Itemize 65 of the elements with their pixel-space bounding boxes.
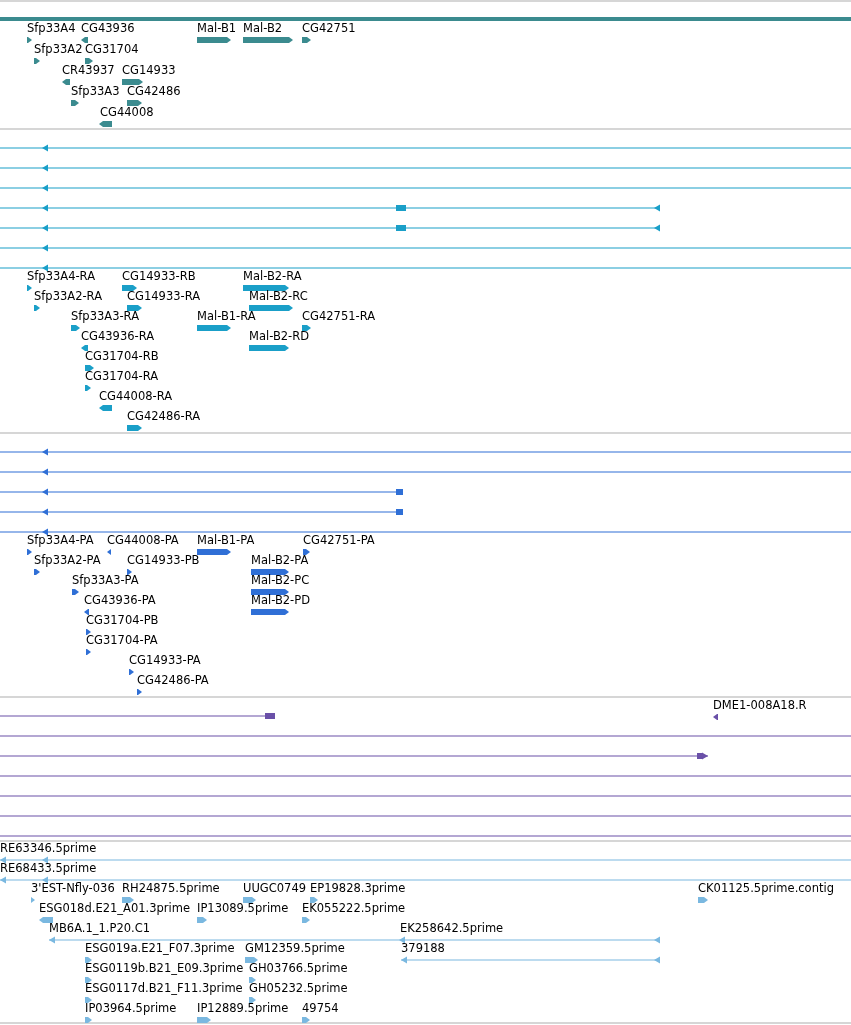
feature-name: ESG0119b.B21_E09.3prime — [85, 962, 244, 975]
feature-name: CR43937 — [62, 64, 115, 77]
feature-name: DME1-008A18.R — [713, 699, 807, 712]
feature-name: CG42751 — [302, 22, 356, 35]
feature-name: CG31704 — [85, 43, 139, 56]
feature-name: 49754 — [302, 1002, 339, 1015]
feature-name: CG44008 — [100, 106, 154, 119]
feature-name: CG42751-PA — [303, 534, 375, 547]
feature-name: Sfp33A3 — [71, 85, 120, 98]
feature-name: Mal-B2 — [243, 22, 283, 35]
feature-name: ESG019a.E21_F07.3prime — [85, 942, 235, 955]
feature-name: Mal-B2-PA — [251, 554, 309, 567]
feature-name: EP19828.3prime — [310, 882, 406, 895]
feature-name: CG42486 — [127, 85, 181, 98]
feature-name: CG31704-PB — [86, 614, 159, 627]
feature-name: RE68433.5prime — [0, 862, 97, 875]
feature-name: Sfp33A4 — [27, 22, 76, 35]
feature-name: Mal-B2-RD — [249, 330, 310, 343]
feature-name: CG42486-PA — [137, 674, 209, 687]
feature-name: RH24875.5prime — [122, 882, 220, 895]
feature-name: Sfp33A4-RA — [27, 270, 95, 283]
feature-name: IP13089.5prime — [197, 902, 289, 915]
feature-name: CG42751-RA — [302, 310, 376, 323]
feature-name: CG14933-PB — [127, 554, 200, 567]
feature-name: CG14933-RB — [122, 270, 196, 283]
feature-name: Mal-B2-RA — [243, 270, 302, 283]
feature-name: CG44008-PA — [107, 534, 179, 547]
feature-name: CK01125.5prime.contig — [698, 882, 834, 895]
feature-name: Sfp33A4-PA — [27, 534, 94, 547]
feature-name: EK055222.5prime — [302, 902, 406, 915]
feature-name: CG31704-PA — [86, 634, 158, 647]
feature-name: Mal-B1-PA — [197, 534, 255, 547]
feature-name: IP12889.5prime — [197, 1002, 289, 1015]
feature-name: CG43936 — [81, 22, 135, 35]
feature-name: ESG0117d.B21_F11.3prime — [85, 982, 243, 995]
feature-name: Sfp33A2-PA — [34, 554, 101, 567]
feature-name: Sfp33A2-RA — [34, 290, 102, 303]
feature-name: CG43936-PA — [84, 594, 156, 607]
feature-name: 3'EST-Nfly-036 — [31, 882, 115, 895]
feature-name: GM12359.5prime — [245, 942, 345, 955]
feature-name: Sfp33A3-PA — [72, 574, 139, 587]
feature-name: Sfp33A2 — [34, 43, 83, 56]
feature-name: IP03964.5prime — [85, 1002, 177, 1015]
feature-name: CG14933-RA — [127, 290, 201, 303]
feature-name: CG42486-RA — [127, 410, 201, 423]
feature-name: CG43936-RA — [81, 330, 155, 343]
feature-name: GH03766.5prime — [249, 962, 348, 975]
feature-name: 379188 — [401, 942, 445, 955]
feature-name: EK258642.5prime — [400, 922, 504, 935]
feature-name: CG14933-PA — [129, 654, 201, 667]
feature-name: Sfp33A3-RA — [71, 310, 139, 323]
feature-name: ESG018d.E21_A01.3prime — [39, 902, 190, 915]
feature-name: UUGC0749 — [243, 882, 307, 895]
feature-name: Mal-B1-RA — [197, 310, 256, 323]
feature-name: RE63346.5prime — [0, 842, 97, 855]
feature-name: Mal-B1 — [197, 22, 237, 35]
feature-name: GH05232.5prime — [249, 982, 348, 995]
feature-name: CG14933 — [122, 64, 176, 77]
feature-name: Mal-B2-PD — [251, 594, 311, 607]
feature-name: Mal-B2-PC — [251, 574, 310, 587]
feature-name: CG44008-RA — [99, 390, 173, 403]
feature-name: MB6A.1_1.P20.C1 — [49, 922, 151, 935]
feature-name: CG31704-RB — [85, 350, 159, 363]
feature-name: CG31704-RA — [85, 370, 159, 383]
feature-name: Mal-B2-RC — [249, 290, 308, 303]
